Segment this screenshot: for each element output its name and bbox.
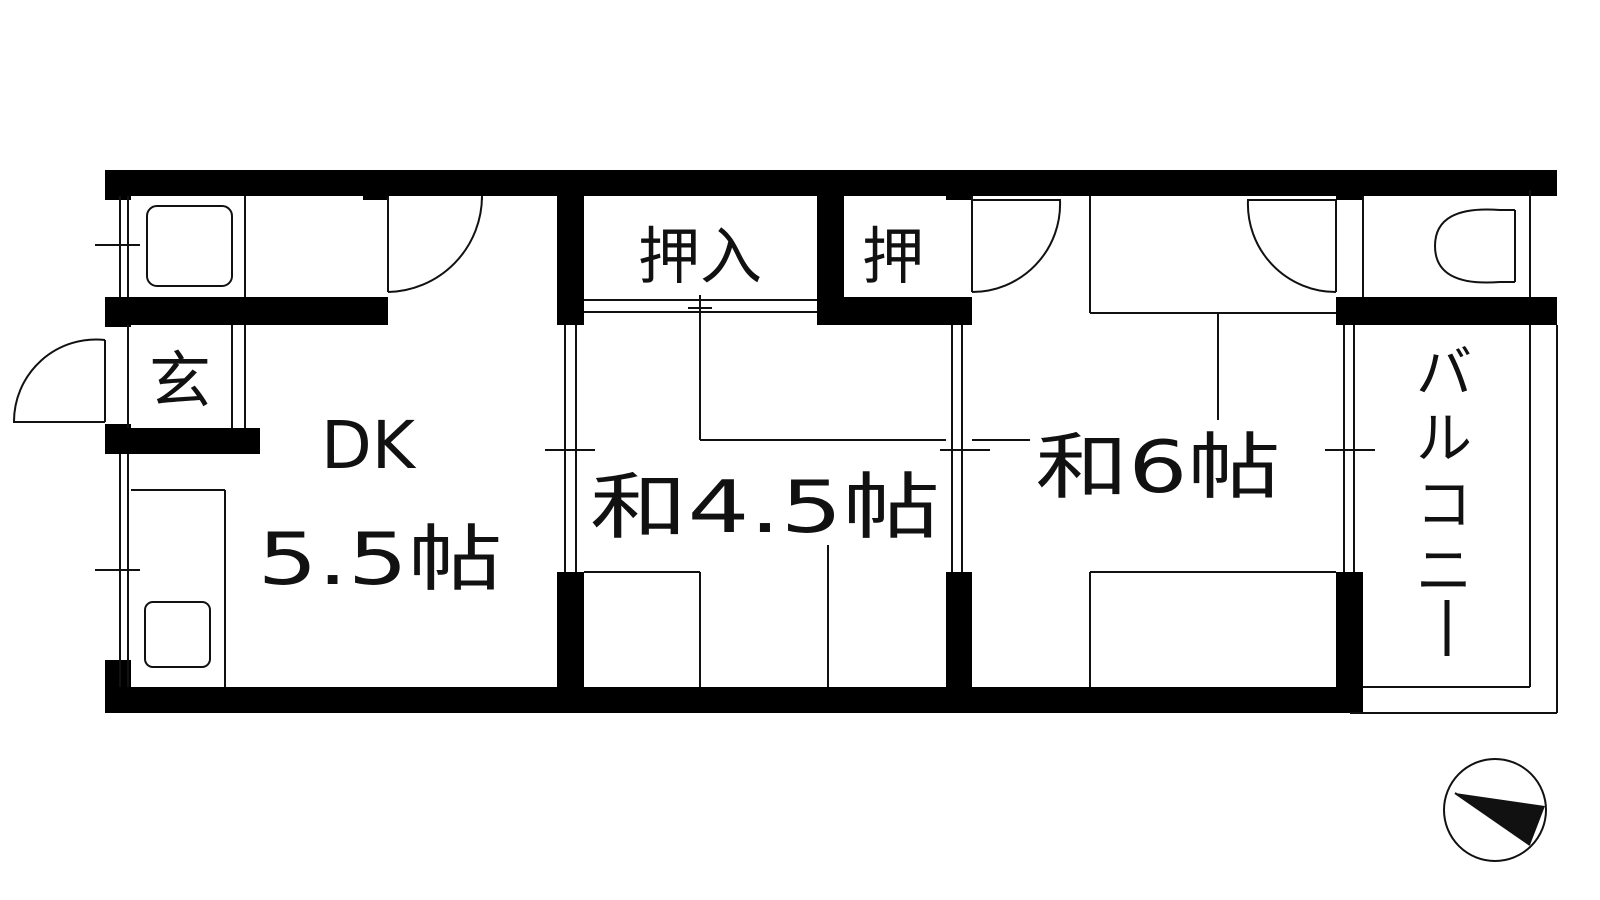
balcony-label-char: ニ — [1416, 539, 1472, 604]
balcony-label-char: ル — [1416, 407, 1472, 472]
washitsu-small-label: 和4.5帖 — [590, 465, 940, 549]
north-arrow-icon — [1443, 758, 1547, 862]
balcony-label-char: バ — [1416, 341, 1472, 406]
oshi-label: 押 — [862, 220, 924, 293]
washitsu-large-label: 和6帖 — [1036, 425, 1281, 509]
doors — [12, 195, 1337, 423]
genkan-label: 玄 — [149, 344, 211, 417]
balcony-label-char: コ — [1416, 473, 1472, 538]
thin-lines — [95, 190, 1558, 714]
dk-size-label: 5.5帖 — [258, 517, 503, 601]
oshiire-label: 押入 — [638, 220, 762, 293]
walls — [105, 170, 1557, 713]
dk-name-label: DK — [321, 407, 417, 484]
room-labels: 押入 押 玄 DK 5.5帖 和4.5帖 和6帖 バ ル コ ニ — [149, 220, 1472, 656]
